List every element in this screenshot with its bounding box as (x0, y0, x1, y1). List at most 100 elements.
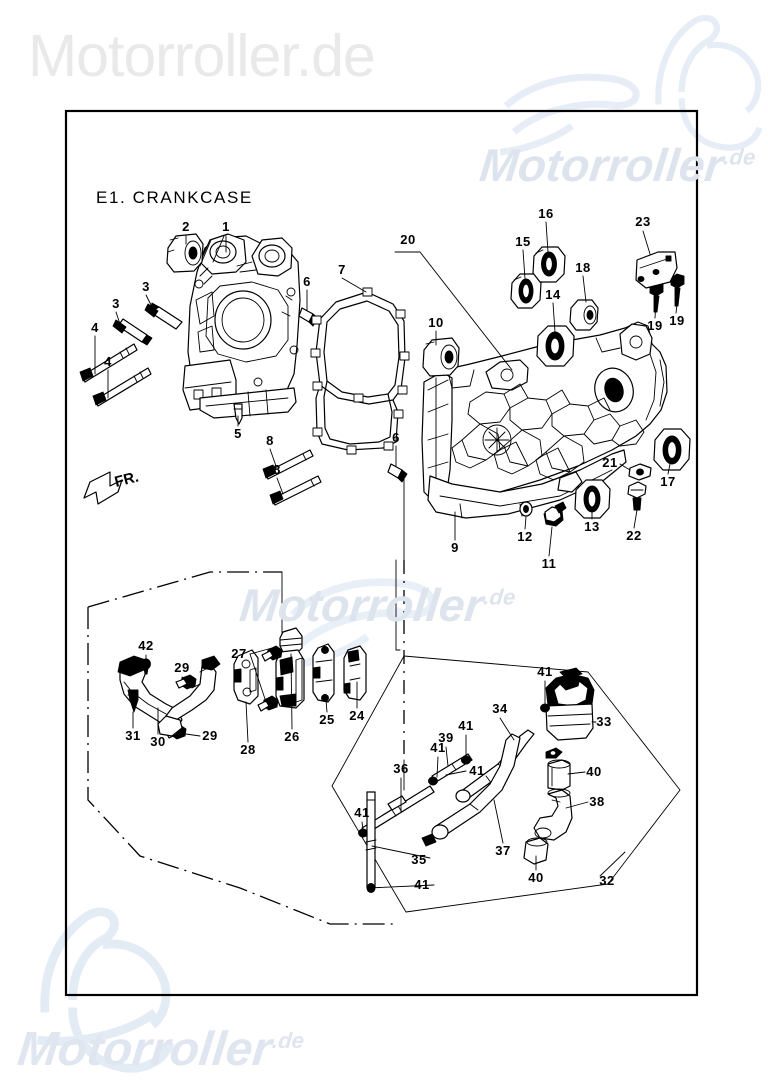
svg-text:9: 9 (451, 540, 459, 555)
svg-text:10: 10 (428, 315, 443, 330)
svg-text:22: 22 (626, 528, 641, 543)
svg-text:40: 40 (586, 764, 601, 779)
part-18-bushing (569, 299, 599, 331)
svg-text:41: 41 (354, 805, 369, 820)
svg-text:30: 30 (150, 734, 165, 749)
svg-text:15: 15 (515, 234, 530, 249)
svg-text:31: 31 (125, 728, 140, 743)
svg-text:12: 12 (517, 529, 532, 544)
watermark-mid-right: Motorroller.de (477, 139, 757, 191)
svg-text:33: 33 (596, 714, 611, 729)
svg-text:8: 8 (266, 433, 274, 448)
part-30-oil-pipe (117, 655, 221, 737)
svg-text:18: 18 (575, 260, 590, 275)
part-3-dowel-pin-b (112, 318, 153, 346)
part-10-bushing (422, 337, 460, 377)
part-31-bolt (127, 689, 139, 713)
part-8-bolt-a (262, 449, 314, 480)
svg-text:41: 41 (537, 664, 552, 679)
part-9-right-crankcase-half (421, 321, 668, 519)
part-22-pin (627, 481, 647, 511)
svg-text:19: 19 (647, 318, 662, 333)
svg-text:41: 41 (458, 718, 473, 733)
part-15-bearing (510, 273, 542, 309)
part-14-bearing (536, 325, 575, 367)
watermark-scooter-top-right (499, 14, 763, 156)
svg-text:34: 34 (492, 701, 508, 716)
svg-text:37: 37 (495, 843, 510, 858)
part-4-stud-a (79, 343, 138, 383)
svg-text:39: 39 (438, 730, 453, 745)
part-12-o-ring-upper (519, 501, 533, 517)
part-1-left-crankcase-half (182, 233, 301, 419)
part-3-dowel-pin-a (144, 302, 183, 330)
part-29-bolt-a (175, 674, 197, 690)
svg-text:7: 7 (338, 262, 346, 277)
svg-text:25: 25 (319, 712, 334, 727)
part-12-o-ring-lower (545, 747, 563, 759)
svg-text:35: 35 (411, 852, 426, 867)
sub-assembly-boundary-dashdot (87, 607, 396, 925)
svg-text:21: 21 (602, 455, 617, 470)
svg-text:23: 23 (635, 214, 650, 229)
part-19-bolt-b (670, 273, 685, 307)
svg-text:28: 28 (240, 742, 255, 757)
svg-text:6: 6 (392, 430, 400, 445)
watermark-mid-center: Motorroller.de (237, 579, 517, 631)
svg-text:8: 8 (273, 462, 281, 477)
part-11-fitting (543, 501, 567, 527)
diagram-frame (64, 109, 699, 997)
svg-text:14: 14 (545, 287, 561, 302)
part-40-collar-upper (547, 759, 571, 791)
svg-text:32: 32 (599, 873, 614, 888)
part-2-bushing (166, 233, 204, 273)
callout-layer: 1 2 3 3 4 4 5 6 6 7 8 8 9 (91, 206, 684, 892)
svg-text:38: 38 (589, 794, 604, 809)
svg-text:41: 41 (414, 877, 429, 892)
svg-text:2: 2 (182, 219, 190, 234)
page-title: E1. CRANKCASE (96, 188, 253, 207)
svg-text:41: 41 (469, 763, 484, 778)
svg-text:4: 4 (104, 354, 112, 369)
svg-text:11: 11 (542, 556, 557, 571)
svg-text:41: 41 (430, 740, 445, 755)
part-40-collar-lower (523, 837, 549, 865)
svg-text:36: 36 (393, 761, 408, 776)
part-41-fastener-a (540, 703, 550, 713)
part-16-bearing (532, 246, 566, 283)
svg-text:24: 24 (349, 708, 365, 723)
part-25-chain-guide (312, 643, 335, 703)
part-23-bracket-plate (635, 251, 678, 289)
svg-text:6: 6 (303, 274, 311, 289)
svg-text:3: 3 (142, 279, 150, 294)
boundary-link-right (395, 559, 401, 651)
part-21-clip (628, 463, 652, 481)
part-42-plug (141, 658, 151, 675)
svg-text:26: 26 (284, 729, 299, 744)
svg-text:40: 40 (528, 870, 543, 885)
sub-assembly-boundary-top (87, 571, 282, 608)
svg-text:27: 27 (231, 646, 246, 661)
svg-text:16: 16 (538, 206, 553, 221)
svg-text:29: 29 (174, 660, 189, 675)
part-13-oil-seal (574, 479, 611, 519)
leader-20 (394, 251, 513, 371)
svg-text:19: 19 (669, 313, 684, 328)
watermark-bottom: Motorroller.de (15, 1023, 306, 1076)
svg-text:3: 3 (112, 296, 120, 311)
svg-text:42: 42 (138, 638, 153, 653)
front-direction-marker: FR. (83, 469, 141, 505)
part-37-bent-pipe (421, 733, 521, 847)
watermark-scooter-bottom-left (36, 907, 175, 1073)
svg-text:17: 17 (660, 474, 675, 489)
svg-text:20: 20 (400, 232, 415, 247)
svg-text:29: 29 (202, 728, 217, 743)
part-8-bolt-b (269, 475, 322, 506)
svg-text:FR.: FR. (113, 469, 141, 491)
panel-32-outline (331, 655, 681, 913)
part-26-cam-chain-tensioner (275, 627, 305, 709)
svg-text:1: 1 (222, 219, 230, 234)
part-27-bolt-a (261, 645, 283, 662)
